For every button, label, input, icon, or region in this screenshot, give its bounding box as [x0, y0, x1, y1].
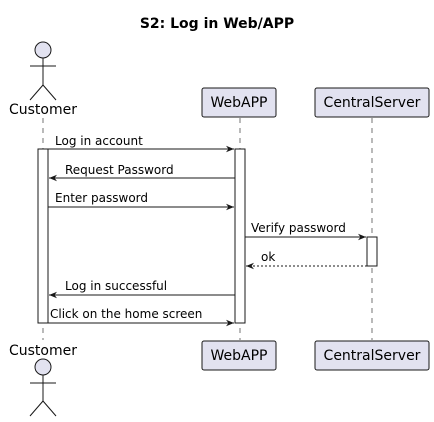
diagram-title: S2: Log in Web/APP: [140, 16, 294, 32]
activation-customer: [37, 148, 49, 324]
actor-customer-bottom-label: Customer: [9, 343, 77, 359]
actor-customer-top-label: Customer: [9, 102, 77, 118]
participant-webapp-bottom-label: WebAPP: [211, 348, 268, 364]
actor-customer-top: [29, 41, 57, 101]
message-label: Request Password: [65, 163, 174, 177]
participant-server-top: [314, 87, 430, 118]
participant-webapp-top-label: WebAPP: [211, 95, 268, 111]
activation-server: [366, 236, 378, 267]
message-label: Enter password: [55, 191, 148, 205]
actor-customer-bottom: [29, 358, 57, 417]
message-label: ok: [261, 250, 275, 264]
participant-server-bottom-label: CentralServer: [324, 348, 421, 364]
message-label: Log in successful: [65, 279, 167, 293]
participant-webapp-top: [201, 87, 277, 118]
participant-server-bottom: [314, 340, 430, 371]
message-label: Verify password: [251, 221, 346, 235]
participant-webapp-bottom: [201, 340, 277, 371]
message-label: Log in account: [55, 134, 143, 148]
participant-server-top-label: CentralServer: [324, 95, 421, 111]
activation-webapp: [234, 148, 246, 324]
message-label: Click on the home screen: [50, 307, 202, 321]
